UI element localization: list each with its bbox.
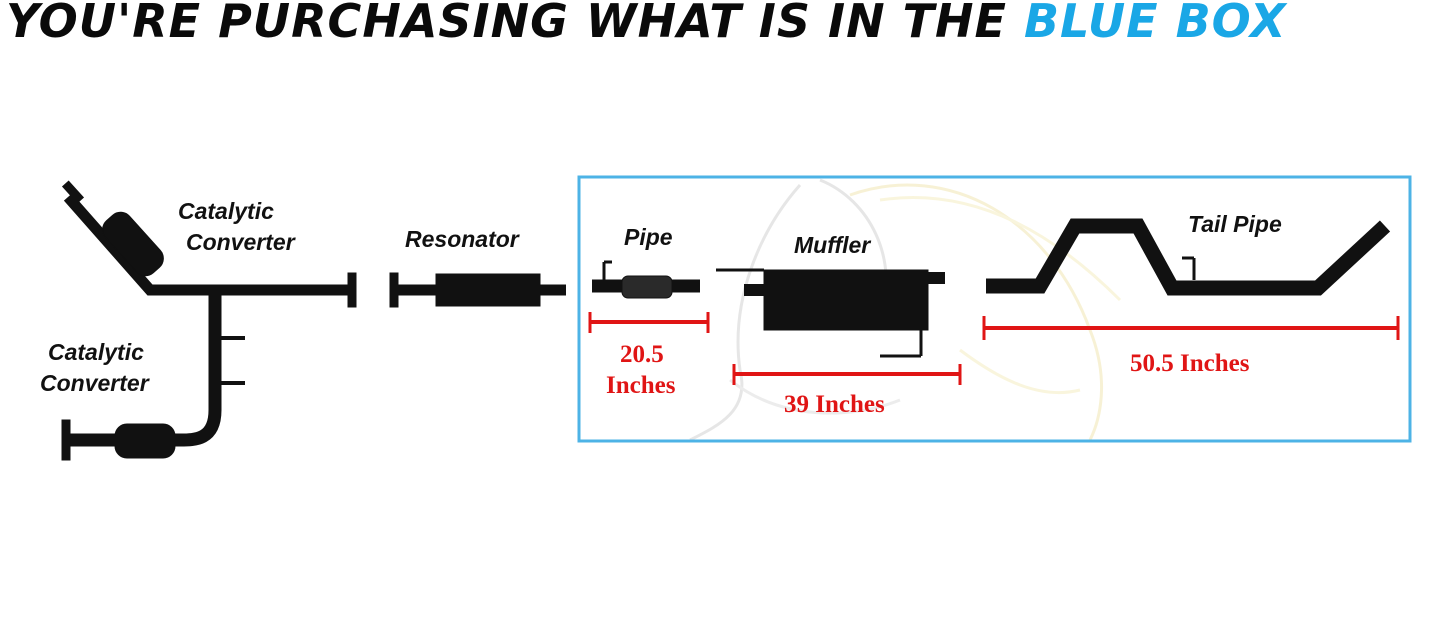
label-catalytic-upper-1: Catalytic [178,198,274,224]
measurement-bars [588,312,1400,385]
lower-cat-body [114,423,176,459]
label-catalytic-lower-1: Catalytic [48,339,144,365]
label-muffler: Muffler [794,232,871,258]
y-pipe-down [70,292,222,447]
resonator-body [435,273,541,307]
page-headline: YOU'RE PURCHASING WHAT IS IN THE BLUE BO… [6,0,1287,48]
muffler-part [716,268,945,358]
tail-pipe-part [986,218,1391,296]
label-resonator: Resonator [405,226,520,252]
upper-pipe-flange [347,272,357,308]
blue-box [577,175,1412,443]
upper-cat-body [102,211,164,277]
measure-tail-pipe: 50.5 Inches [1130,350,1250,377]
label-catalytic-lower-2: Converter [40,370,150,396]
label-pipe: Pipe [624,224,673,250]
measure-muffler: 39 Inches [784,391,885,418]
muffler-length-bar [732,364,962,385]
pipe-part [592,260,700,299]
measure-pipe-value: 20.5 [620,341,664,368]
front-exhaust-assembly [61,180,357,461]
tail-pipe-length-bar [982,316,1400,340]
horse-watermark [689,178,1122,442]
measure-pipe-unit: Inches [606,372,676,399]
label-tail-pipe: Tail Pipe [1188,211,1282,237]
headline-accent: BLUE BOX [1023,0,1287,48]
lower-cat-flange [61,419,71,461]
upper-cat-flange [61,180,85,204]
resonator-assembly [389,272,566,308]
upper-cat-pipe [63,193,355,296]
pipe-length-bar [588,312,710,333]
headline-main: YOU'RE PURCHASING WHAT IS IN THE [6,0,1007,48]
label-catalytic-upper-2: Converter [186,229,296,255]
muffler-body [763,269,929,331]
